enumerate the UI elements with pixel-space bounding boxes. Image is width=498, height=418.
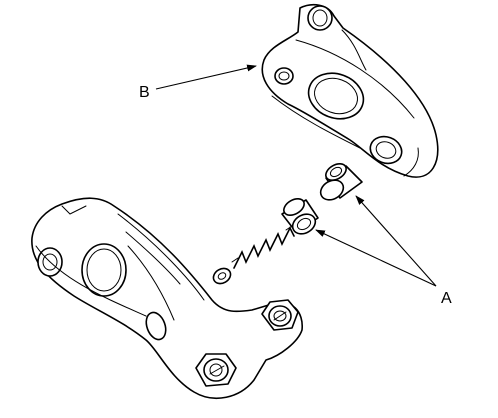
leader-line-b xyxy=(155,64,257,90)
leader-line-a-lower xyxy=(315,229,437,287)
spring xyxy=(231,225,295,269)
upper-rocker-arm xyxy=(261,3,439,178)
label-a: A xyxy=(441,290,452,307)
callout-a: A xyxy=(315,195,452,307)
lower-sleeve xyxy=(281,198,319,235)
upper-adjuster-nut xyxy=(261,299,299,331)
washer xyxy=(212,267,232,285)
callout-b: B xyxy=(139,64,257,101)
leader-line-a-upper xyxy=(355,195,437,287)
label-b: B xyxy=(139,84,150,101)
lower-adjuster-nut xyxy=(195,353,237,387)
upper-sleeve xyxy=(319,163,363,201)
lower-rocker-arm xyxy=(31,197,303,400)
